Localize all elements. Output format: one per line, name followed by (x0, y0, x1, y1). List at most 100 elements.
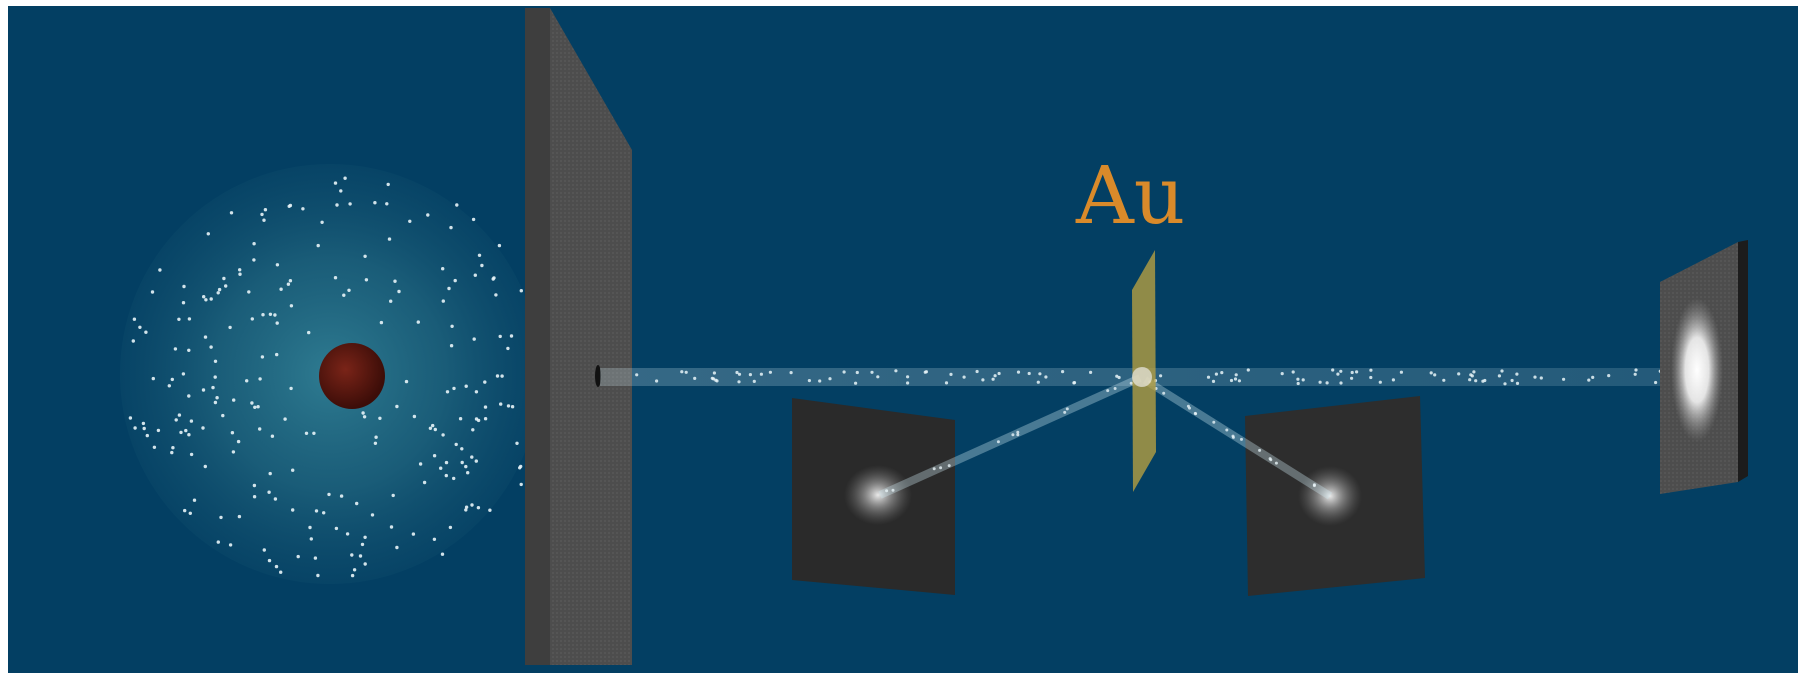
alpha-particle (1061, 370, 1065, 374)
alpha-particle (313, 556, 318, 560)
alpha-particle (253, 405, 257, 409)
alpha-particle (923, 370, 927, 374)
alpha-particle (818, 379, 822, 383)
source-core (319, 343, 385, 409)
alpha-particle (759, 372, 764, 376)
alpha-particle (510, 405, 515, 409)
alpha-particle (789, 371, 793, 375)
alpha-particle (431, 423, 435, 428)
deflected-particles (885, 380, 1316, 493)
alpha-particle (275, 263, 280, 267)
far-detector-screen (1660, 240, 1748, 494)
alpha-particle (288, 279, 293, 283)
alpha-particle (1234, 373, 1238, 377)
alpha-particle (170, 377, 174, 382)
alpha-particle (494, 293, 498, 297)
alpha-particle (347, 288, 351, 292)
alpha-particle (364, 278, 369, 282)
alpha-particle (737, 372, 742, 376)
alpha-particle (209, 345, 213, 349)
alpha-particle (395, 404, 399, 409)
alpha-particle (1072, 381, 1076, 385)
alpha-particle (464, 508, 468, 512)
alpha-particle (232, 398, 236, 402)
alpha-particle (428, 426, 433, 430)
alpha-particle (201, 388, 206, 392)
alpha-particle (187, 317, 192, 321)
alpha-particle (301, 207, 305, 211)
source-particles (128, 176, 523, 578)
alpha-particle (455, 203, 459, 207)
alpha-particle (219, 515, 223, 520)
alpha-particle (470, 503, 474, 507)
alpha-particle (252, 483, 257, 488)
alpha-particle (1587, 378, 1591, 382)
alpha-particle (229, 211, 234, 215)
deflected-beam-left (878, 374, 1142, 499)
alpha-particle (500, 374, 504, 378)
alpha-particle (842, 370, 846, 374)
alpha-particle (1296, 377, 1300, 381)
alpha-particle (1468, 378, 1472, 382)
alpha-particle (1591, 375, 1595, 379)
alpha-particle (515, 441, 519, 445)
alpha-particle (151, 376, 155, 381)
alpha-particle (464, 464, 468, 469)
alpha-particle (894, 369, 898, 373)
alpha-particle (807, 379, 812, 383)
alpha-particle (158, 268, 162, 272)
alpha-particle (449, 344, 454, 348)
alpha-particle (1429, 371, 1433, 375)
foil-impact-point (1132, 367, 1152, 387)
alpha-particle (715, 379, 719, 383)
alpha-particle (228, 543, 233, 547)
alpha-particle (412, 414, 417, 419)
alpha-particle (1162, 391, 1166, 395)
alpha-particle (171, 446, 175, 450)
alpha-particle (1503, 382, 1507, 386)
alpha-particle (464, 505, 469, 509)
alpha-particle (448, 525, 453, 530)
alpha-particle (304, 431, 309, 435)
alpha-particle (350, 573, 355, 578)
alpha-particle (184, 428, 188, 433)
alpha-particle (363, 535, 367, 539)
alpha-particle (262, 218, 266, 222)
alpha-particle (404, 379, 409, 384)
alpha-particle (363, 254, 367, 258)
alpha-particle (224, 284, 228, 288)
alpha-particle (145, 433, 149, 438)
alpha-particle (855, 370, 859, 375)
alpha-particle (1225, 428, 1229, 432)
alpha-particle (342, 293, 346, 297)
alpha-particle (737, 380, 741, 384)
alpha-particle (981, 378, 985, 382)
far-detector-bright-spot (1671, 298, 1723, 442)
alpha-particle (460, 447, 464, 451)
alpha-particle (187, 348, 191, 352)
lead-shield (525, 8, 632, 665)
alpha-particle (975, 369, 979, 374)
alpha-particle (1016, 430, 1020, 434)
alpha-particle (386, 182, 390, 187)
alpha-particle (221, 413, 225, 418)
alpha-particle (1350, 370, 1354, 375)
alpha-particle (509, 334, 514, 338)
beam-particles (635, 368, 1683, 386)
alpha-particle (267, 558, 272, 563)
alpha-particle (1089, 370, 1093, 374)
alpha-particle (177, 317, 181, 321)
alpha-particle (932, 467, 936, 471)
alpha-particle (192, 498, 197, 502)
alpha-particle (228, 325, 232, 330)
alpha-particle (752, 379, 756, 383)
alpha-particle (339, 494, 344, 498)
alpha-particle (506, 346, 510, 351)
alpha-particle (379, 320, 384, 325)
alpha-particle (1562, 377, 1566, 381)
alpha-particle (250, 401, 254, 405)
alpha-particle (1117, 375, 1121, 380)
alpha-particle (142, 426, 146, 431)
alpha-particle (373, 201, 377, 205)
alpha-particle (1296, 381, 1300, 386)
